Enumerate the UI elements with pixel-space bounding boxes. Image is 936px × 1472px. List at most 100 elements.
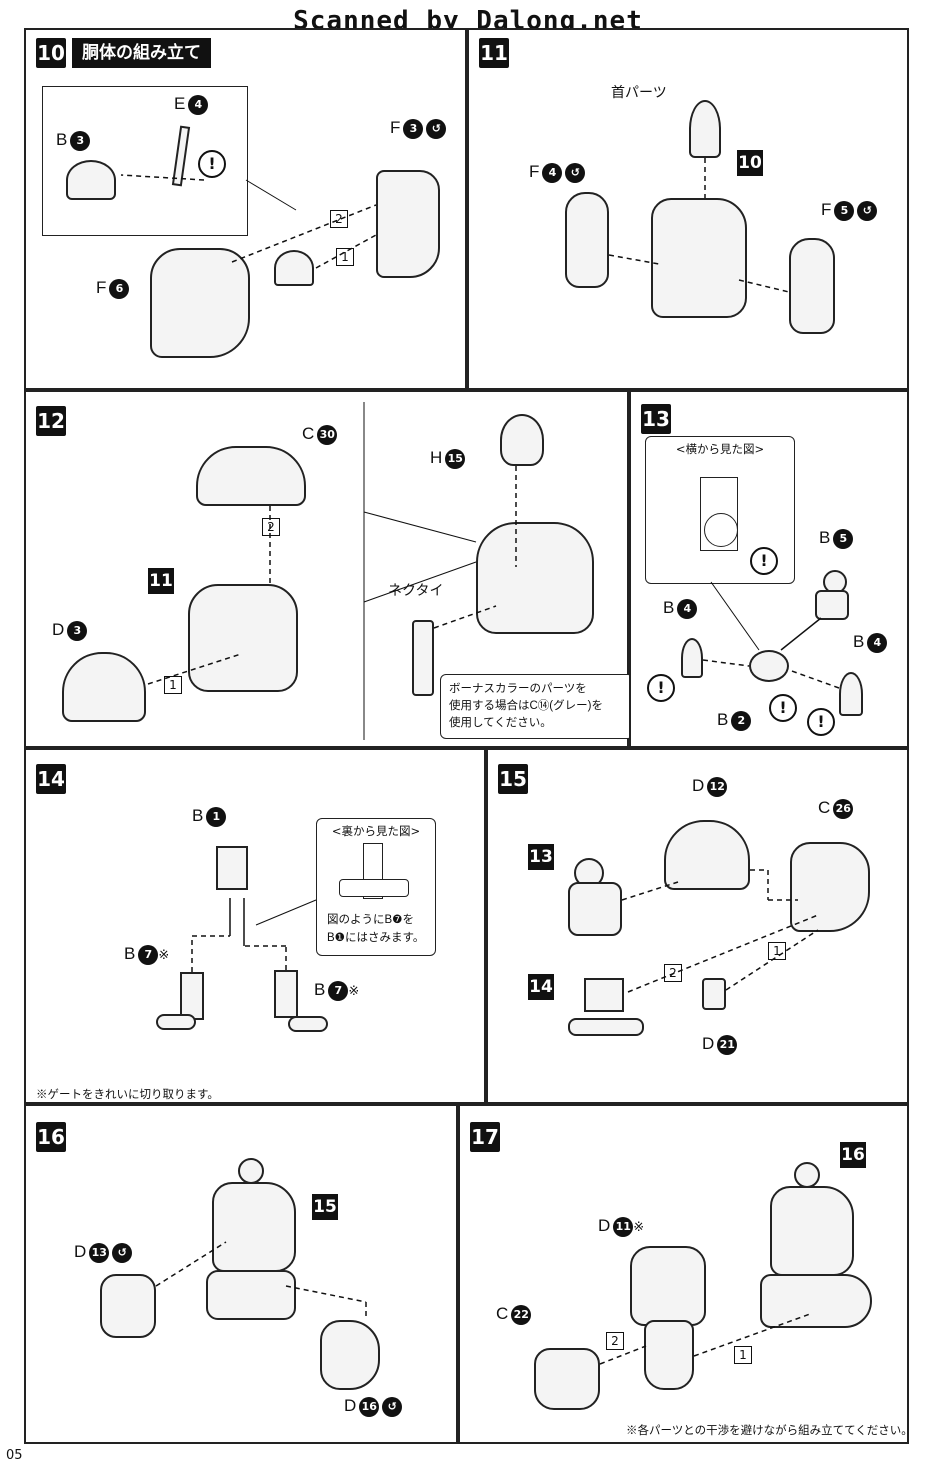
- side-view-box: <横から見た図> !: [645, 436, 795, 584]
- part-b7-right: [274, 970, 298, 1018]
- part-b7-left: [180, 972, 204, 1020]
- seq-2: 2: [262, 518, 280, 536]
- part-c26-frame: [790, 842, 870, 932]
- part-15-ball: [238, 1158, 264, 1184]
- step-12-number: 12: [36, 406, 66, 436]
- back-view-title: <裏から見た図>: [331, 824, 421, 838]
- step-11-sub-10: 10: [737, 150, 763, 176]
- step-13-number: 13: [641, 404, 671, 434]
- part-f6-torso: [150, 248, 250, 358]
- seq-2: 2: [606, 1332, 624, 1350]
- step-16-number: 16: [36, 1122, 66, 1152]
- part-16-ball: [794, 1162, 820, 1188]
- part-b7-left-peg: [156, 1014, 196, 1030]
- seq-1: 1: [164, 676, 182, 694]
- step-11-number: 11: [479, 38, 509, 68]
- back-view-text-2: B❶にはさみます。: [327, 932, 425, 944]
- warning-icon: !: [807, 708, 835, 736]
- side-view-title: <横から見た図>: [675, 442, 765, 456]
- step-16-sub-15: 15: [312, 1194, 338, 1220]
- part-16-body: [770, 1186, 854, 1276]
- back-view-text-1: 図のようにB❼を: [327, 914, 414, 926]
- step-17-sub-16: 16: [840, 1142, 866, 1168]
- part-b4-left: [681, 638, 703, 678]
- page-number: 05: [6, 1448, 23, 1463]
- part-c22-guard: [534, 1348, 600, 1410]
- part-d3-back: [62, 652, 146, 722]
- part-f4-side: [565, 192, 609, 288]
- part-d11-plate: [630, 1246, 706, 1326]
- part-16-lower: [760, 1274, 872, 1328]
- seq-2: 2: [330, 210, 348, 228]
- part-b3-joint: [66, 160, 116, 200]
- part-b1-block: [216, 846, 248, 890]
- part-neck: [689, 100, 721, 158]
- part-d11-lower: [644, 1320, 694, 1390]
- part-h15-tie-loop: [500, 414, 544, 466]
- part-b5-arm: [815, 590, 849, 620]
- part-d13-side: [100, 1274, 156, 1338]
- seq-1: 1: [768, 942, 786, 960]
- necktie-label: ネクタイ: [388, 582, 444, 598]
- part-f5-side: [789, 238, 835, 334]
- gate-footnote: ※ゲートをきれいに切り取ります。: [36, 1089, 219, 1101]
- part-torso-10: [651, 198, 747, 318]
- bonus-color-note: ボーナスカラーのパーツを 使用する場合はC⑭(グレー)を 使用してください。: [440, 674, 634, 739]
- step-15-sub-14: 14: [528, 974, 554, 1000]
- warning-icon: !: [647, 674, 675, 702]
- part-14-pegs: [568, 1018, 644, 1036]
- part-d12-cover: [664, 820, 750, 890]
- part-necktie: [412, 620, 434, 696]
- interference-footnote: ※各パーツとの干渉を避けながら組み立ててください。: [626, 1425, 913, 1437]
- part-torso-11: [188, 584, 298, 692]
- step-12-sub-11: 11: [148, 568, 174, 594]
- part-d16-side: [320, 1320, 380, 1390]
- back-view-box: <裏から見た図> 図のようにB❼を B❶にはさみます。: [316, 818, 436, 956]
- warning-icon: !: [198, 150, 226, 178]
- neck-part-label: 首パーツ: [611, 84, 667, 100]
- part-b2-hub: [749, 650, 789, 682]
- step-17-number: 17: [470, 1122, 500, 1152]
- part-14-block: [584, 978, 624, 1012]
- part-15-body: [212, 1182, 296, 1272]
- part-d21-pin: [702, 978, 726, 1010]
- part-13-body: [568, 882, 622, 936]
- warning-icon: !: [769, 694, 797, 722]
- seq-1: 1: [336, 248, 354, 266]
- seq-1: 1: [734, 1346, 752, 1364]
- part-15-lower: [206, 1270, 296, 1320]
- part-b7-right-peg: [288, 1016, 328, 1032]
- part-b4-right: [839, 672, 863, 716]
- part-c30-collar: [196, 446, 306, 506]
- part-torso-assembled: [476, 522, 594, 634]
- seq-2: 2: [664, 964, 682, 982]
- step-10-number: 10: [36, 38, 66, 68]
